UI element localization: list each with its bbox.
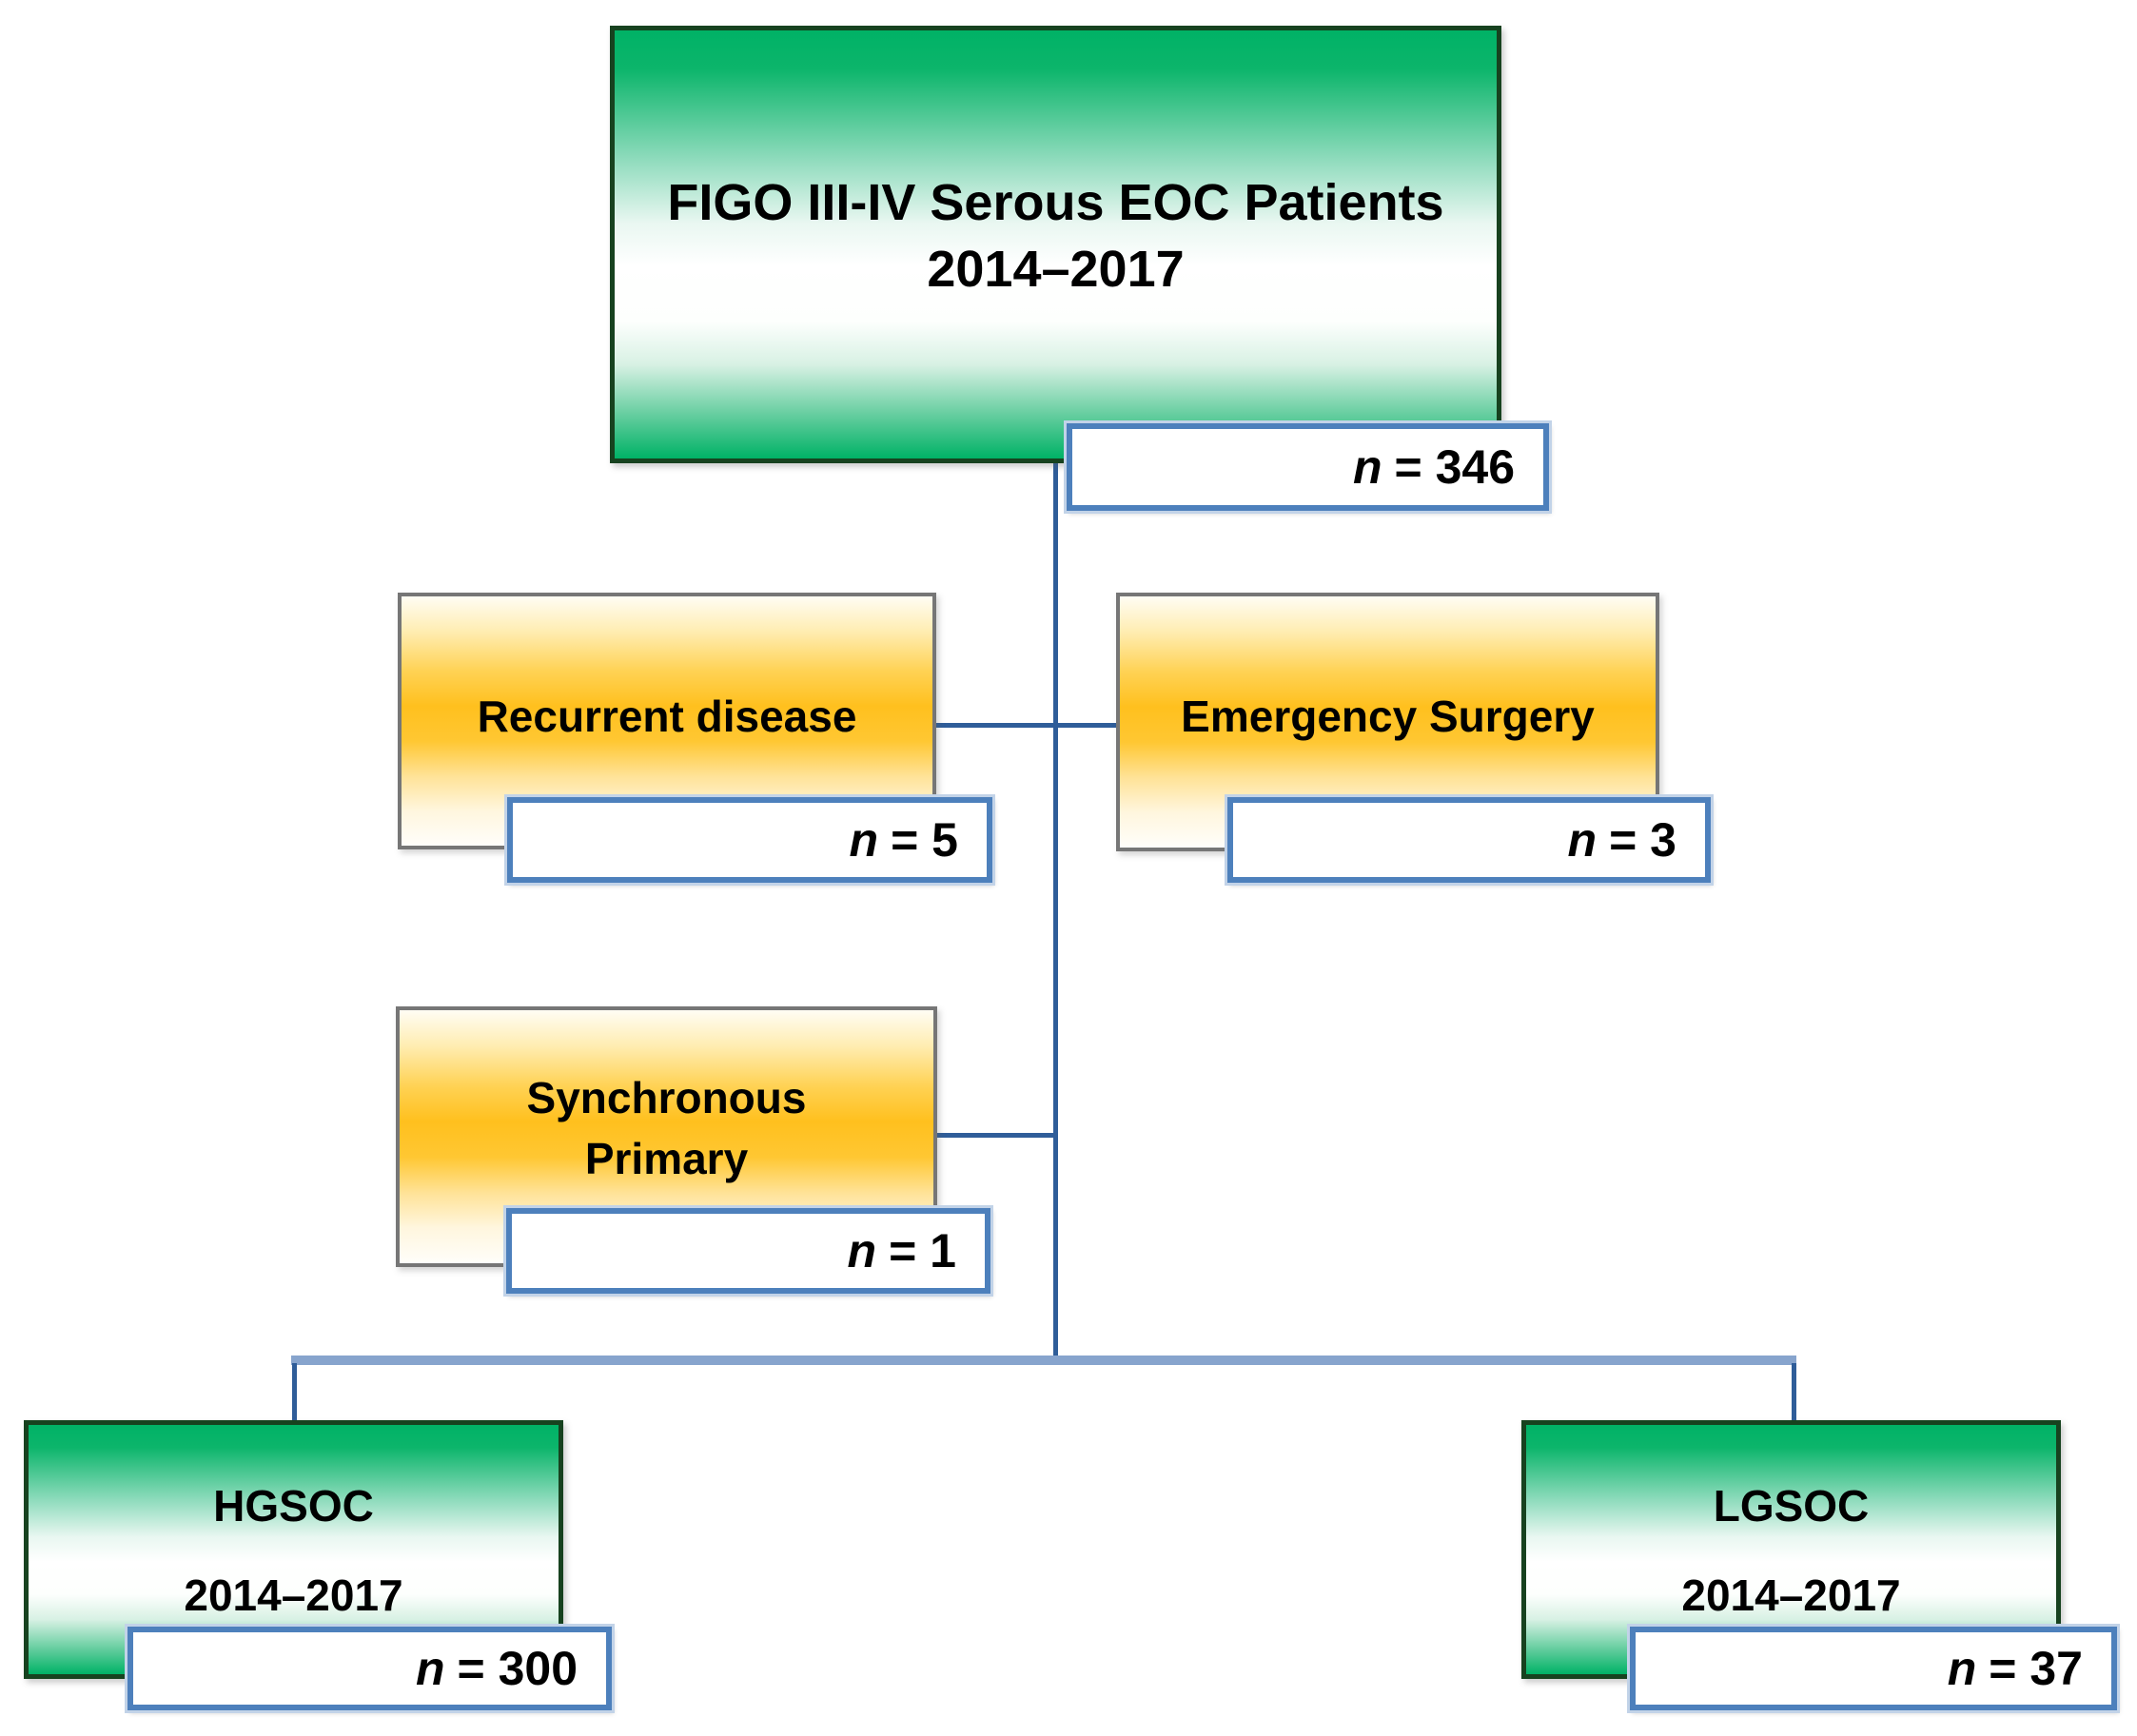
n-variable: n	[1352, 440, 1382, 494]
lgsoc-label-line2: 2014–2017	[1681, 1570, 1901, 1620]
hgsoc-count-value: = 300	[457, 1642, 578, 1695]
connector-main-vertical	[1053, 463, 1058, 1360]
n-variable: n	[1947, 1642, 1977, 1695]
synchronous-count-value: = 1	[889, 1224, 956, 1278]
recurrent-count-box: n = 5	[507, 797, 992, 883]
synchronous-primary-label-line2: Primary	[584, 1134, 749, 1183]
synchronous-count-box: n = 1	[506, 1208, 990, 1294]
connector-drop-hgsoc	[292, 1363, 297, 1420]
n-variable: n	[847, 1224, 877, 1278]
hgsoc-label-line1: HGSOC	[213, 1481, 374, 1531]
recurrent-disease-label: Recurrent disease	[477, 692, 857, 741]
lgsoc-count-box: n = 37	[1630, 1627, 2117, 1710]
connector-bottom-horizontal	[291, 1356, 1796, 1365]
hgsoc-label-line2: 2014–2017	[184, 1570, 403, 1620]
root-box-title-line1: FIGO III-IV Serous EOC Patients	[667, 174, 1444, 231]
connector-drop-lgsoc	[1792, 1363, 1796, 1420]
recurrent-count-value: = 5	[891, 813, 958, 867]
root-box-title-line2: 2014–2017	[927, 241, 1185, 298]
synchronous-primary-label-line1: Synchronous	[526, 1073, 807, 1122]
emergency-count-box: n = 3	[1227, 797, 1711, 883]
root-count-value: = 346	[1394, 440, 1515, 494]
lgsoc-count-value: = 37	[1989, 1642, 2083, 1695]
lgsoc-label-line1: LGSOC	[1713, 1481, 1870, 1531]
emergency-count-value: = 3	[1609, 813, 1676, 867]
connector-synchronous-branch	[937, 1133, 1053, 1138]
n-variable: n	[415, 1642, 445, 1695]
connector-recurrent-emergency	[936, 723, 1116, 728]
hgsoc-count-box: n = 300	[127, 1627, 612, 1710]
n-variable: n	[1567, 813, 1598, 867]
root-count-box: n = 346	[1067, 423, 1549, 511]
root-box: FIGO III-IV Serous EOC Patients 2014–201…	[610, 26, 1501, 463]
emergency-surgery-label: Emergency Surgery	[1181, 692, 1595, 741]
n-variable: n	[849, 813, 879, 867]
